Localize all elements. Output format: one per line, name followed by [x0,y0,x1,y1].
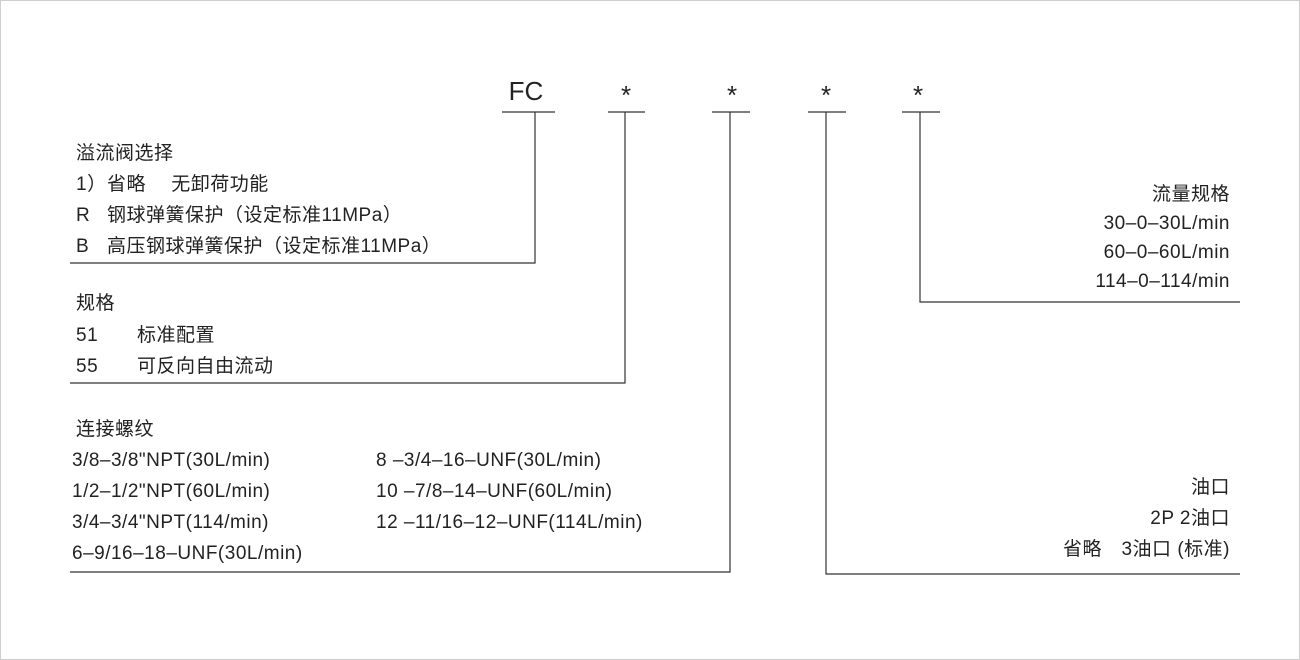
model-prefix: FC [508,76,544,106]
relief-valve-option-text: 省略 无卸荷功能 [107,174,269,195]
model-slot-3: * [820,80,832,110]
thread-option: 6–9/16–18–UNF(30L/min) [72,543,303,564]
slot4-leader [919,112,1240,303]
thread-option: 3/4–3/4"NPT(114/min) [72,512,269,533]
specification-option-code: 55 [76,356,99,377]
relief-valve-option-text: 钢球弹簧保护（设定标准11MPa） [107,205,403,226]
model-slot-1: * [620,80,632,110]
thread-option: 8 –3/4–16–UNF(30L/min) [376,450,602,471]
specification-option-text: 标准配置 [137,325,216,346]
thread-title: 连接螺纹 [76,419,155,440]
relief-valve-option-code: R [76,205,91,226]
relief-valve-option-code: 1） [76,174,107,195]
flow-title: 流量规格 [1151,184,1230,205]
relief-valve-option-text: 高压钢球弹簧保护（设定标准11MPa） [107,236,442,257]
oil-port-title: 油口 [1190,477,1230,498]
oil-port-option: 省略 3油口 (标准) [1062,539,1230,560]
specification-option-text: 可反向自由流动 [137,356,274,377]
specification-title: 规格 [76,293,116,314]
fc-leader [70,112,536,264]
relief-valve-option-code: B [76,236,90,257]
flow-option: 60–0–60L/min [1103,242,1230,263]
slot3-leader [825,112,1240,575]
specification-option-code: 51 [76,325,99,346]
oil-port-option: 2P 2油口 [1150,508,1230,529]
model-slot-4: * [912,80,924,110]
thread-option: 1/2–1/2"NPT(60L/min) [72,481,271,502]
slot2-leader [70,112,731,573]
relief-valve-title: 溢流阀选择 [76,143,174,164]
thread-option: 3/8–3/8"NPT(30L/min) [72,450,271,471]
model-slot-2: * [726,80,738,110]
flow-option: 30–0–30L/min [1103,213,1230,234]
thread-option: 10 –7/8–14–UNF(60L/min) [376,481,613,502]
thread-option: 12 –11/16–12–UNF(114L/min) [376,512,643,533]
slot1-leader [70,112,626,384]
flow-option: 114–0–114/min [1095,271,1230,292]
